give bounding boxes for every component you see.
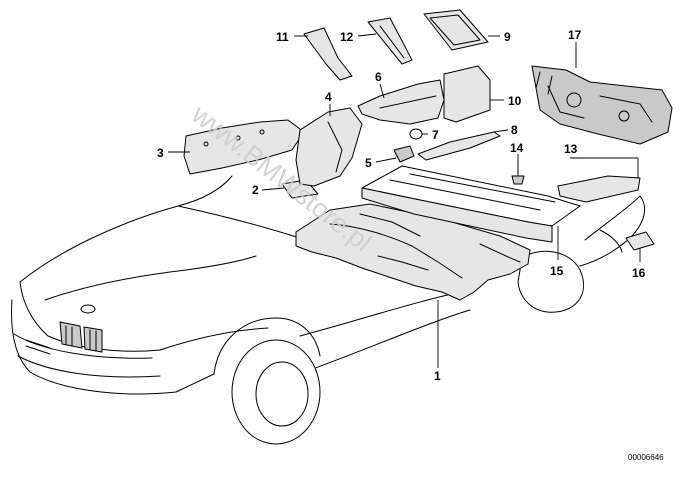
callout-9: 9 — [504, 30, 511, 44]
callout-13: 13 — [564, 142, 578, 156]
callout-4: 4 — [325, 90, 332, 104]
callout-5: 5 — [365, 156, 372, 170]
callout-labels: 1 2 3 4 5 6 7 8 9 10 11 12 13 14 15 16 1… — [157, 28, 646, 383]
part-10-bulkhead-panel — [443, 65, 491, 123]
callout-8: 8 — [511, 123, 518, 137]
callout-14: 14 — [510, 141, 524, 155]
bmw-badge — [80, 304, 96, 314]
part-13-trunk-mat — [557, 175, 641, 203]
callout-7: 7 — [432, 128, 439, 142]
headlight — [25, 339, 51, 355]
reference-code: 00006646 — [628, 453, 664, 462]
part-4-pillar-trim — [295, 107, 363, 187]
part-6-tunnel-trim — [357, 79, 445, 125]
front-hubcap — [255, 361, 309, 427]
callout-leaders — [168, 33, 641, 368]
part-5-clip — [393, 145, 415, 163]
callout-10: 10 — [508, 94, 522, 108]
part-8-insulation-strip — [417, 131, 501, 161]
part-12-strip — [367, 17, 413, 65]
rear-wheel — [517, 250, 585, 313]
part-14-rivet — [511, 159, 525, 185]
callout-1: 1 — [434, 369, 441, 383]
callout-16: 16 — [632, 266, 646, 280]
part-11-bracket — [303, 27, 353, 81]
callout-11: 11 — [276, 30, 289, 44]
kidney-grille — [59, 321, 103, 353]
callout-15: 15 — [550, 264, 564, 278]
callout-3: 3 — [157, 146, 164, 160]
part-17-rear-trim-panel — [531, 65, 673, 145]
part-9-mat — [423, 9, 489, 51]
car-body-outline — [11, 175, 646, 445]
callout-12: 12 — [340, 30, 354, 44]
callout-17: 17 — [568, 28, 582, 42]
part-16-insulator — [625, 231, 655, 251]
part-3-side-trim-panel — [183, 119, 305, 175]
part-7-plug — [409, 128, 423, 140]
callout-2: 2 — [252, 183, 259, 197]
callout-6: 6 — [375, 70, 382, 84]
front-wheel — [231, 339, 321, 445]
